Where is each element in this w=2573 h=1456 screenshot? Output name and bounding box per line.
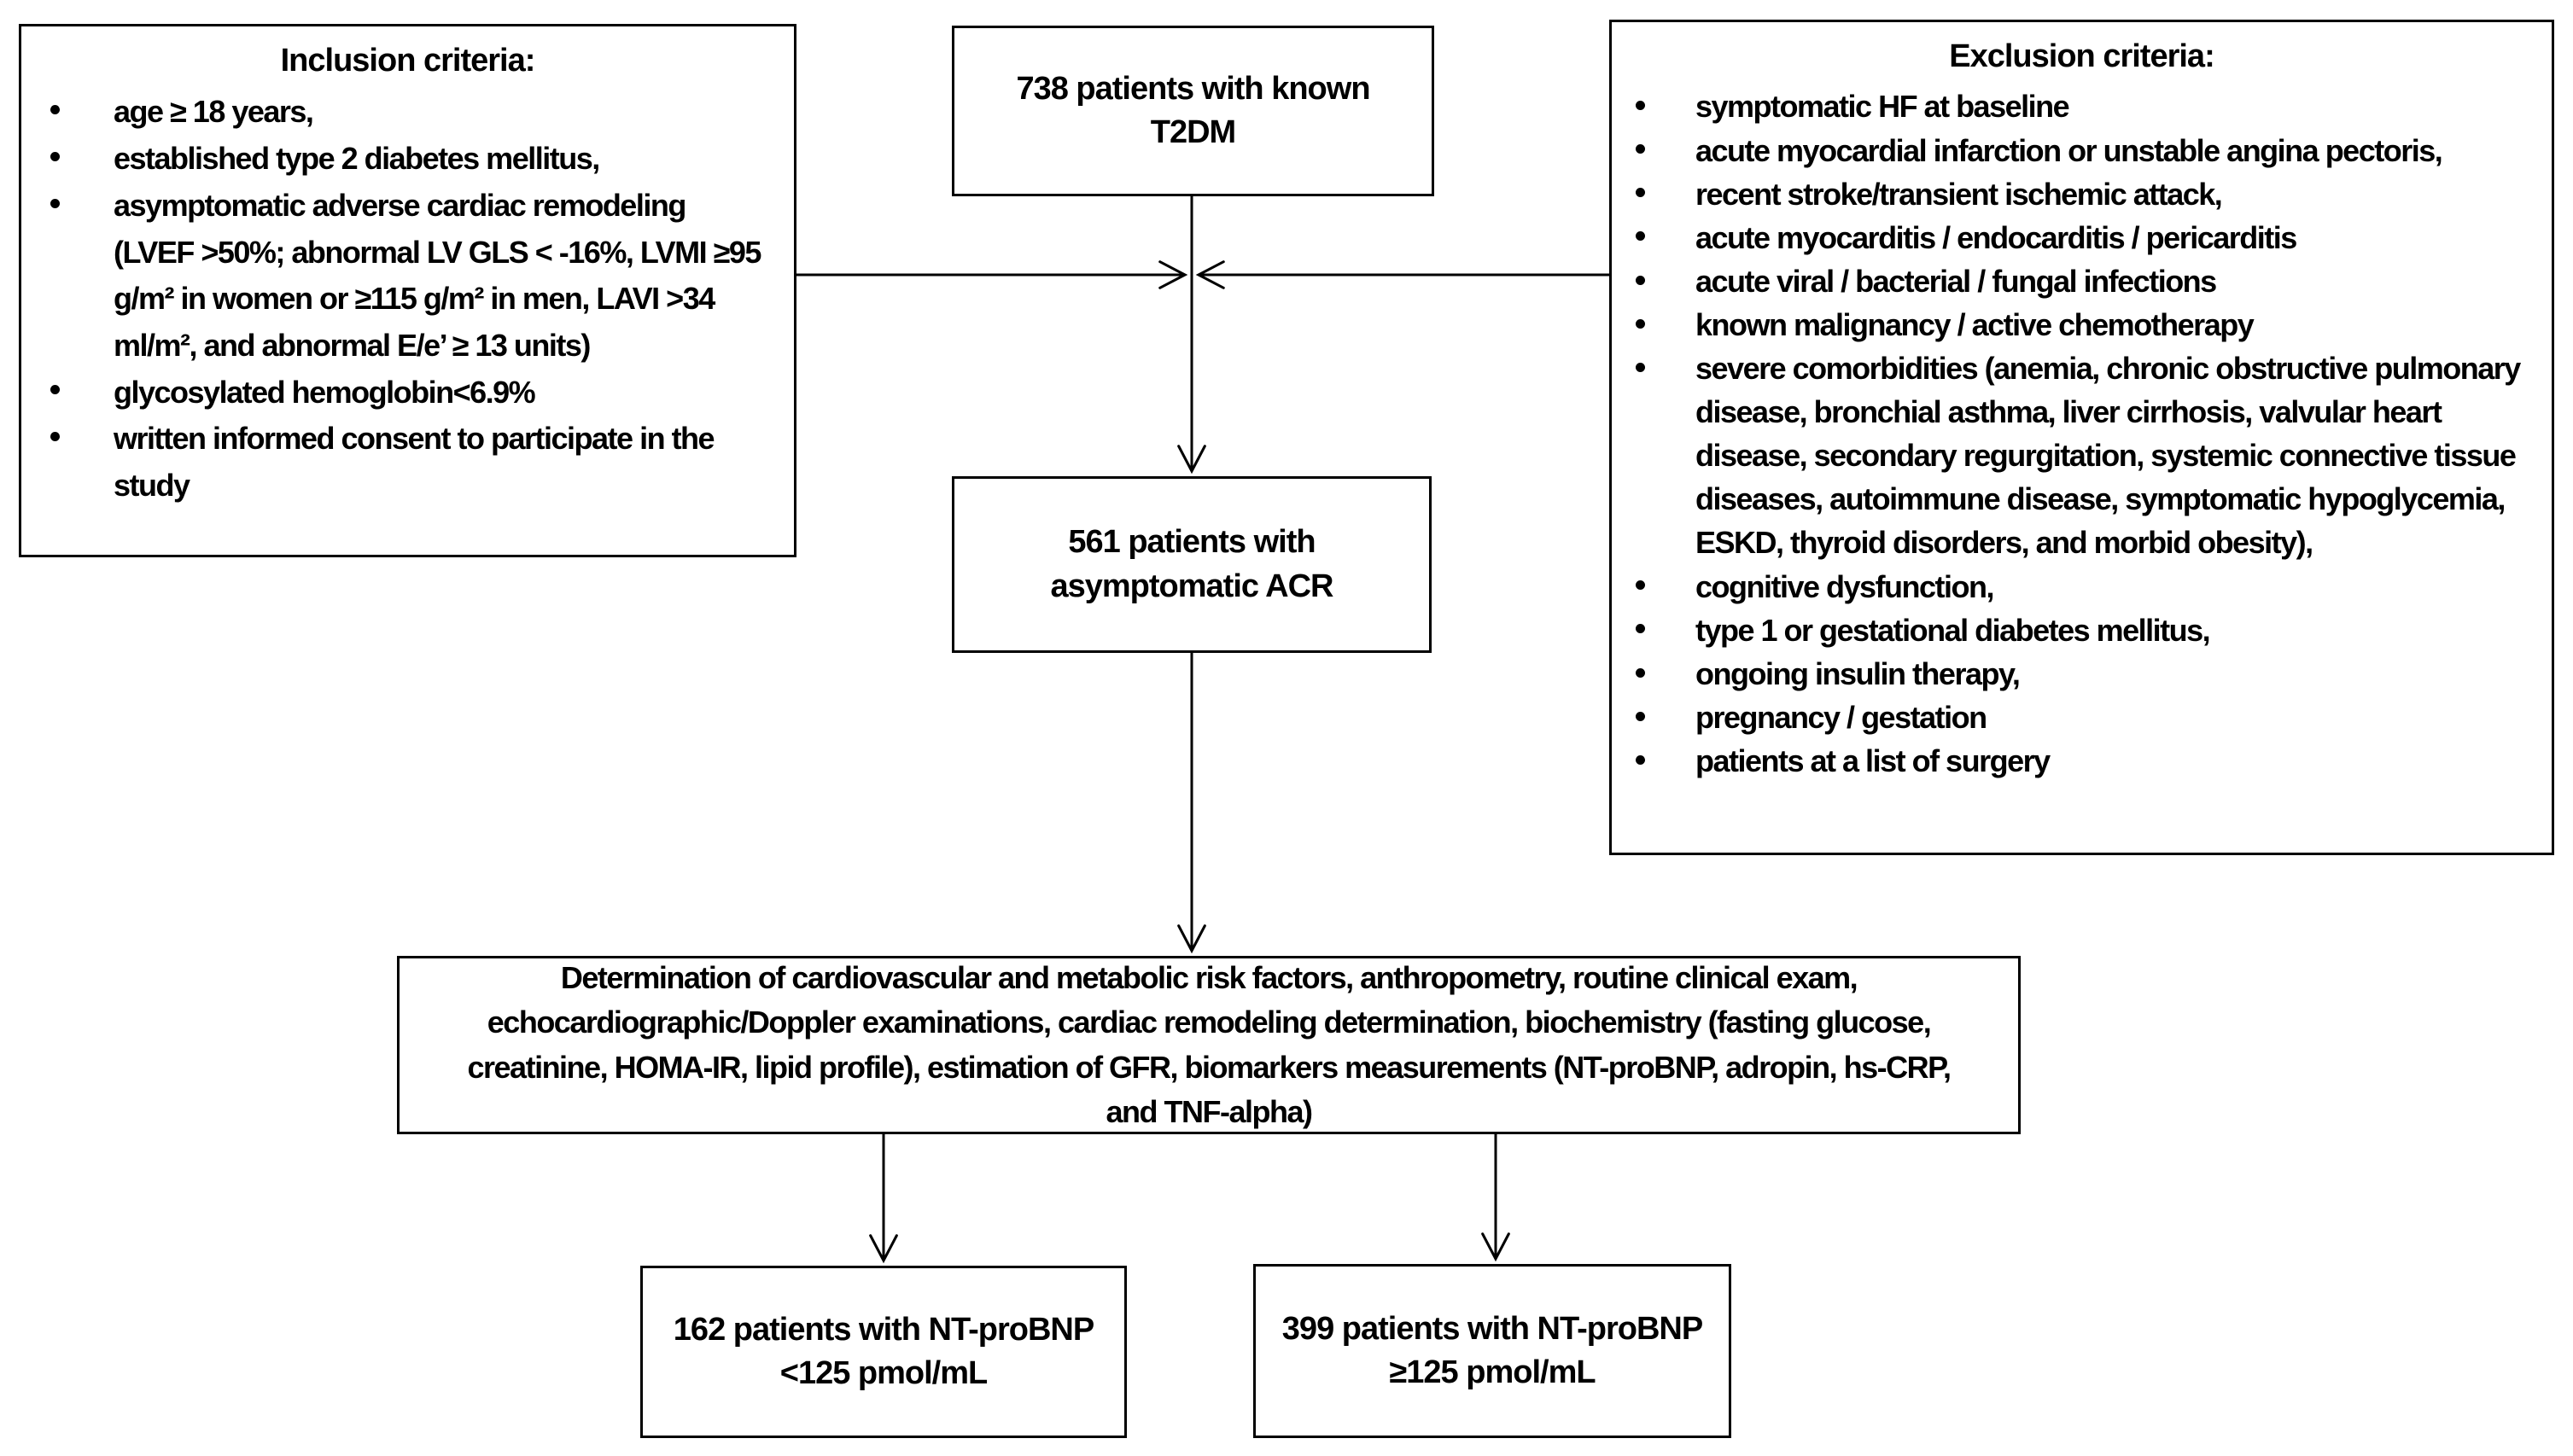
exclusion-criteria-box: Exclusion criteria: symptomatic HF at ba… [1609,20,2554,855]
exclusion-item: severe comorbidities (anemia, chronic ob… [1634,347,2529,565]
node-determination: Determination of cardiovascular and meta… [397,956,2021,1134]
exclusion-item: acute viral / bacterial / fungal infecti… [1634,259,2529,303]
exclusion-title: Exclusion criteria: [1949,38,2214,74]
node-561-asymptomatic-acr: 561 patients with asymptomatic ACR [952,476,1432,653]
inclusion-item: age ≥ 18 years, [44,89,772,136]
inclusion-item: established type 2 diabetes mellitus, [44,136,772,183]
exclusion-item: known malignancy / active chemotherapy [1634,303,2529,347]
node-label: 738 patients with known T2DM [1016,70,1370,150]
node-label: 162 patients with NT-proBNP <125 pmol/mL [673,1311,1094,1391]
exclusion-item: symptomatic HF at baseline [1634,84,2529,128]
inclusion-criteria-box: Inclusion criteria: age ≥ 18 years, esta… [19,24,796,557]
exclusion-item: pregnancy / gestation [1634,696,2529,739]
exclusion-item: type 1 or gestational diabetes mellitus, [1634,609,2529,652]
inclusion-item: written informed consent to participate … [44,416,772,509]
inclusion-list: age ≥ 18 years, established type 2 diabe… [44,89,772,509]
exclusion-item: cognitive dysfunction, [1634,565,2529,609]
node-label: Determination of cardiovascular and meta… [467,960,1952,1129]
node-738-known-t2dm: 738 patients with known T2DM [952,26,1434,196]
exclusion-item: ongoing insulin therapy, [1634,652,2529,696]
node-label: 561 patients with asymptomatic ACR [1050,524,1333,604]
exclusion-item: patients at a list of surgery [1634,739,2529,783]
exclusion-list: symptomatic HF at baseline acute myocard… [1634,84,2529,783]
exclusion-item: recent stroke/transient ischemic attack, [1634,172,2529,216]
inclusion-item: glycosylated hemoglobin<6.9% [44,370,772,416]
inclusion-item: asymptomatic adverse cardiac remodeling … [44,183,772,370]
node-label: 399 patients with NT-proBNP ≥125 pmol/mL [1281,1310,1703,1390]
exclusion-item: acute myocarditis / endocarditis / peric… [1634,216,2529,259]
node-399-high-ntprobnp: 399 patients with NT-proBNP ≥125 pmol/mL [1253,1264,1731,1438]
node-162-low-ntprobnp: 162 patients with NT-proBNP <125 pmol/mL [640,1266,1127,1438]
inclusion-title: Inclusion criteria: [280,43,536,79]
exclusion-item: acute myocardial infarction or unstable … [1634,129,2529,172]
